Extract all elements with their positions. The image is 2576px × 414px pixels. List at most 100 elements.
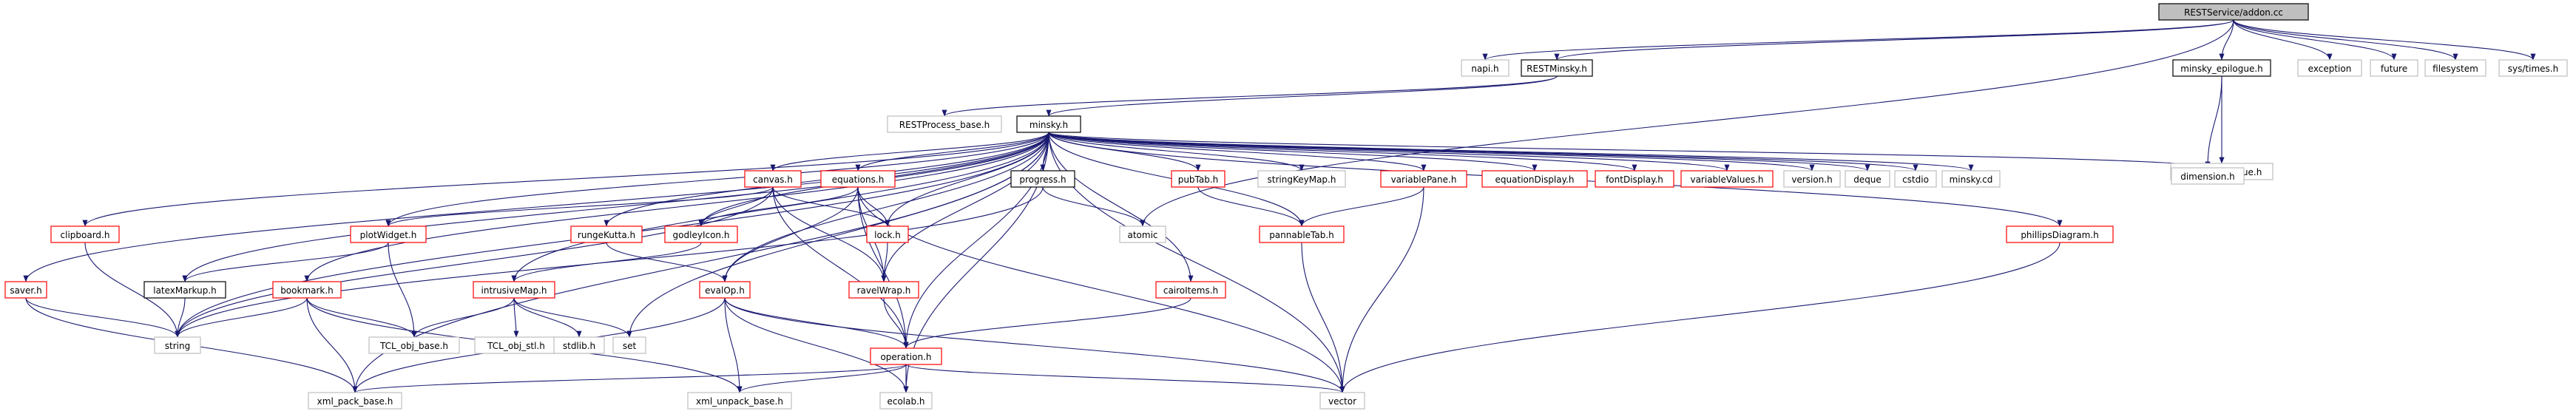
node-fontdisplay-h[interactable]: fontDisplay.h <box>1595 170 1674 188</box>
node-label-ecolab-h: ecolab.h <box>887 396 924 407</box>
edge-evalop-to-xmlunpack <box>724 297 743 393</box>
node-evalop-h[interactable]: evalOp.h <box>699 281 751 299</box>
edge-variablepane-to-vector <box>1339 186 1424 393</box>
node-label-progress-h: progress.h <box>1019 174 1066 185</box>
node-box-xml-pack-base-h <box>308 392 402 410</box>
node-phillipsdiagram-h[interactable]: phillipsDiagram.h <box>2006 225 2114 243</box>
edge-operation-to-xmlpack <box>352 364 907 393</box>
edge-equations-to-evalop <box>722 186 859 282</box>
edge-root-to-minsky-epilogue <box>2219 19 2234 61</box>
node-box-sys-times-h <box>2498 59 2568 77</box>
node-sys-times-h: sys/times.h <box>2498 59 2568 77</box>
node-box-progress-h <box>1010 170 1075 188</box>
edge-intrusivemap-to-stdlib <box>513 297 582 338</box>
node-restminsky-h[interactable]: RESTMinsky.h <box>1521 59 1593 77</box>
node-label-evalop-h: evalOp.h <box>705 285 745 296</box>
edge-evalop-to-operation <box>724 297 909 349</box>
node-stdlib-h: stdlib.h <box>553 336 605 354</box>
node-box-dimension-h <box>2171 167 2245 185</box>
node-label-phillipsdiagram-h: phillipsDiagram.h <box>2021 230 2098 240</box>
node-filesystem: filesystem <box>2424 59 2487 77</box>
node-label-lock-h: lock.h <box>874 230 901 240</box>
edge-rungekutta-to-evalop <box>606 242 728 282</box>
edge-minsky-to-evalop <box>722 132 1049 282</box>
node-box-pubtab-h <box>1171 170 1226 188</box>
node-clipboard-h[interactable]: clipboard.h <box>50 225 120 243</box>
node-box-restprocess-base-h <box>887 115 1002 133</box>
node-label-restminsky-h: RESTMinsky.h <box>1527 64 1587 74</box>
node-label-exception: exception <box>2308 64 2352 74</box>
edge-root-to-future <box>2233 19 2397 61</box>
node-box-filesystem <box>2424 59 2487 77</box>
node-label-xml-unpack-base-h: xml_unpack_base.h <box>696 396 783 407</box>
node-box-minsky-epilogue-h <box>2172 59 2271 77</box>
node-ravelwrap-h[interactable]: ravelWrap.h <box>848 281 919 299</box>
node-godleyicon-h[interactable]: godleyIcon.h <box>664 225 738 243</box>
node-box-ecolab-h <box>879 392 933 410</box>
node-bookmark-h[interactable]: bookmark.h <box>272 281 342 299</box>
node-latexmarkup-h[interactable]: latexMarkup.h <box>143 281 226 299</box>
node-label-saver-h: saver.h <box>10 285 41 296</box>
node-equations-h[interactable]: equations.h <box>820 170 896 188</box>
node-box-cstdio <box>1894 170 1937 188</box>
edge-minsky-to-variablevalues <box>1048 132 1730 172</box>
node-label-variablevalues-h: variableValues.h <box>1690 174 1763 185</box>
node-equationdisplay-h[interactable]: equationDisplay.h <box>1481 170 1588 188</box>
node-label-atomic: atomic <box>1127 230 1157 240</box>
node-label-restservice-addon-cc: RESTService/addon.cc <box>2184 7 2283 18</box>
node-label-rungekutta-h: rungeKutta.h <box>578 230 635 240</box>
node-intrusivemap-h[interactable]: intrusiveMap.h <box>473 281 555 299</box>
edges-layer <box>23 19 2536 393</box>
node-box-intrusivemap-h <box>473 281 555 299</box>
edge-plotwidget-to-tclobjbase <box>388 242 417 338</box>
node-box-lock-h <box>866 225 909 243</box>
node-box-string <box>154 336 201 354</box>
node-future: future <box>2370 59 2418 77</box>
node-label-sys-times-h: sys/times.h <box>2508 64 2558 74</box>
node-variablepane-h[interactable]: variablePane.h <box>1380 170 1467 188</box>
edge-minsky-to-saver <box>23 132 1049 282</box>
node-plotwidget-h[interactable]: plotWidget.h <box>350 225 427 243</box>
node-box-stdlib-h <box>553 336 605 354</box>
node-cairoitems-h[interactable]: cairoItems.h <box>1155 281 1226 299</box>
node-box-version-h <box>1783 170 1841 188</box>
node-label-version-h: version.h <box>1791 174 1832 185</box>
node-rungekutta-h[interactable]: rungeKutta.h <box>570 225 643 243</box>
node-restservice-addon-cc[interactable]: RESTService/addon.cc <box>2158 3 2309 21</box>
node-box-rungekutta-h <box>570 225 643 243</box>
node-box-tcl-obj-base-h <box>368 336 460 354</box>
node-operation-h[interactable]: operation.h <box>870 347 942 365</box>
edge-root-to-atomic <box>1140 19 2234 227</box>
node-pannabletab-h[interactable]: pannableTab.h <box>1259 225 1345 243</box>
node-variablevalues-h[interactable]: variableValues.h <box>1680 170 1774 188</box>
edge-panntab-to-vector <box>1301 242 1345 393</box>
edge-evalop-to-ecolab <box>724 297 909 393</box>
edge-equations-to-godleyicon <box>698 186 859 227</box>
node-saver-h[interactable]: saver.h <box>4 281 47 299</box>
edge-minsky-to-operation <box>903 132 1049 349</box>
node-exception: exception <box>2297 59 2362 77</box>
node-label-stdlib-h: stdlib.h <box>563 341 595 351</box>
node-ecolab-h: ecolab.h <box>879 392 933 410</box>
node-progress-h[interactable]: progress.h <box>1010 170 1075 188</box>
node-xml-unpack-base-h: xml_unpack_base.h <box>687 392 792 410</box>
node-box-atomic <box>1119 225 1166 243</box>
node-label-plotwidget-h: plotWidget.h <box>360 230 417 240</box>
node-lock-h[interactable]: lock.h <box>866 225 909 243</box>
edge-root-to-restminsky <box>1554 19 2234 61</box>
edge-lock-to-ravelwrap <box>881 242 888 282</box>
node-box-operation-h <box>870 347 942 365</box>
node-canvas-h[interactable]: canvas.h <box>744 170 802 188</box>
node-box-cairoitems-h <box>1155 281 1226 299</box>
edge-variablepane-to-panntab <box>1299 186 1424 227</box>
node-box-deque <box>1845 170 1890 188</box>
node-minsky-epilogue-h[interactable]: minsky_epilogue.h <box>2172 59 2271 77</box>
node-label-operation-h: operation.h <box>880 352 931 362</box>
edge-ravelwrap-to-operation <box>883 297 909 349</box>
node-pubtab-h[interactable]: pubTab.h <box>1171 170 1226 188</box>
edge-saver-to-string <box>25 297 180 338</box>
node-minsky-h[interactable]: minsky.h <box>1016 115 1081 133</box>
node-box-set <box>612 336 646 354</box>
